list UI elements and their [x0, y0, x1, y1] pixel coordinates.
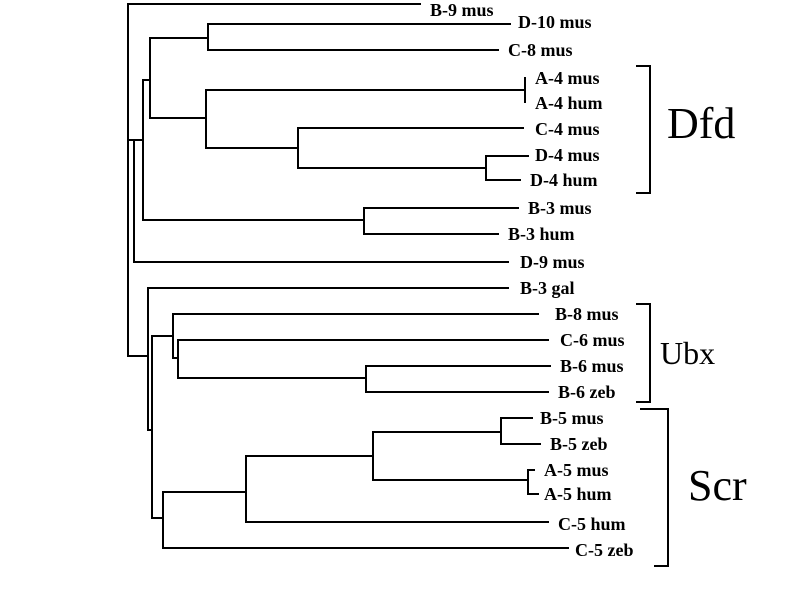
- tree-branches: [127, 3, 569, 549]
- dfd-bracket: [636, 65, 651, 194]
- leaf-label: A-4 hum: [535, 93, 603, 113]
- leaf-label: B-6 zeb: [558, 382, 616, 402]
- leaf-label: D-10 mus: [518, 12, 592, 32]
- leaf-label: A-4 mus: [535, 68, 600, 88]
- leaf-label: B-8 mus: [555, 304, 619, 324]
- group-label-scr: Scr: [688, 461, 747, 510]
- leaf-label: B-6 mus: [560, 356, 624, 376]
- leaf-label: D-4 hum: [530, 170, 598, 190]
- leaf-label: C-4 mus: [535, 119, 600, 139]
- scr-bracket: [640, 408, 669, 567]
- leaf-label: A-5 mus: [544, 460, 609, 480]
- leaf-labels: B-9 mus D-10 mus C-8 mus A-4 mus A-4 hum…: [430, 0, 633, 560]
- leaf-label: A-5 hum: [544, 484, 612, 504]
- leaf-label: B-5 zeb: [550, 434, 608, 454]
- leaf-label: B-3 gal: [520, 278, 575, 298]
- leaf-label: B-3 hum: [508, 224, 575, 244]
- leaf-label: C-5 zeb: [575, 540, 633, 560]
- leaf-label: D-9 mus: [520, 252, 585, 272]
- leaf-label: B-3 mus: [528, 198, 592, 218]
- group-labels: Dfd Ubx Scr: [660, 99, 747, 510]
- leaf-label: C-5 hum: [558, 514, 626, 534]
- leaf-label: D-4 mus: [535, 145, 600, 165]
- leaf-label: C-6 mus: [560, 330, 625, 350]
- group-label-ubx: Ubx: [660, 335, 715, 371]
- leaf-label: B-9 mus: [430, 0, 494, 20]
- group-brackets: [636, 65, 669, 567]
- ubx-bracket: [636, 303, 651, 403]
- group-label-dfd: Dfd: [667, 99, 735, 148]
- leaf-label: B-5 mus: [540, 408, 604, 428]
- leaf-label: C-8 mus: [508, 40, 573, 60]
